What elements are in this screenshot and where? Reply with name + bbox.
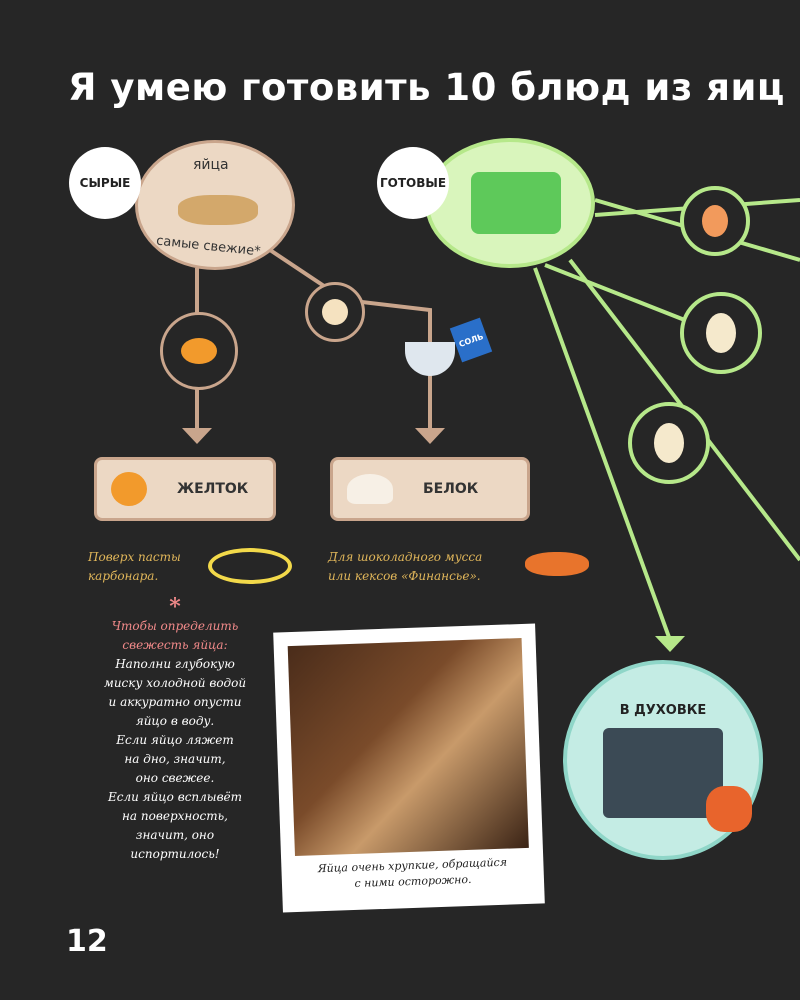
tip-line: яйцо в воду. [135, 714, 215, 728]
yolk-icon [111, 472, 147, 506]
egg-nest-image [178, 195, 258, 225]
cracked-egg-icon [305, 282, 365, 342]
boiled-egg-icon [680, 186, 750, 256]
tip-line: на поверхность, [122, 809, 228, 823]
white-note-line: Для шоколадного мусса [328, 550, 483, 564]
raw-badge: СЫРЫЕ [72, 150, 138, 216]
oven-node: В ДУХОВКЕ [563, 660, 763, 860]
freshness-tip: * Чтобы определить свежесть яйца: Наполн… [60, 594, 290, 864]
tip-line: Если яйцо всплывёт [107, 790, 243, 804]
cooked-eggs-node [425, 138, 595, 268]
medium-boiled-egg-icon [628, 402, 710, 484]
raw-eggs-node: яйца самые свежие* [135, 140, 295, 270]
oven-icon [603, 727, 723, 818]
child-with-eggs-photo [287, 637, 529, 857]
white-card: БЕЛОК [330, 457, 530, 521]
asterisk: * [169, 594, 181, 620]
egg-white-icon [347, 474, 393, 504]
cooked-badge: ГОТОВЫЕ [380, 150, 446, 216]
tip-line: испортилось! [130, 847, 220, 861]
tip-line: оно свежее. [135, 771, 215, 785]
white-note: Для шоколадного мусса или кексов «Финанс… [328, 548, 482, 586]
tip-line: Наполни глубокую [115, 657, 235, 671]
raw-eggs-label: яйца [193, 157, 229, 173]
page-title: Я умею готовить 10 блюд из яиц [68, 66, 785, 109]
photo-caption: Яйца очень хрупкие, обращайся с ними ост… [295, 854, 530, 894]
oven-mitt-icon [706, 786, 752, 832]
yolk-separation-icon [160, 312, 238, 390]
tip-line: и аккуратно опусти [108, 695, 242, 709]
oven-label: В ДУХОВКЕ [619, 702, 707, 718]
yolk-note-line: карбонара. [88, 569, 159, 583]
yolk-card: ЖЕЛТОК [94, 457, 276, 521]
tip-line: Если яйцо ляжет [116, 733, 234, 747]
yolk-label: ЖЕЛТОК [177, 481, 249, 497]
pasta-image [208, 548, 292, 584]
tip-line: миску холодной водой [103, 676, 247, 690]
freshest-label: самые свежие* [155, 233, 262, 260]
yolk-note: Поверх пасты карбонара. [88, 548, 181, 586]
white-note-line: или кексов «Финансье». [328, 569, 481, 583]
egg-carton-image [471, 172, 561, 234]
soft-boiled-egg-icon [680, 292, 762, 374]
photo-polaroid: Яйца очень хрупкие, обращайся с ними ост… [273, 623, 545, 913]
tip-line: значит, оно [135, 828, 215, 842]
tip-heading: свежесть яйца: [122, 638, 228, 652]
tip-heading: Чтобы определить [111, 619, 239, 633]
page-number: 12 [66, 924, 108, 959]
financier-image [525, 552, 589, 576]
white-label: БЕЛОК [423, 481, 479, 497]
tip-line: на дно, значит, [124, 752, 226, 766]
yolk-note-line: Поверх пасты [88, 550, 181, 564]
